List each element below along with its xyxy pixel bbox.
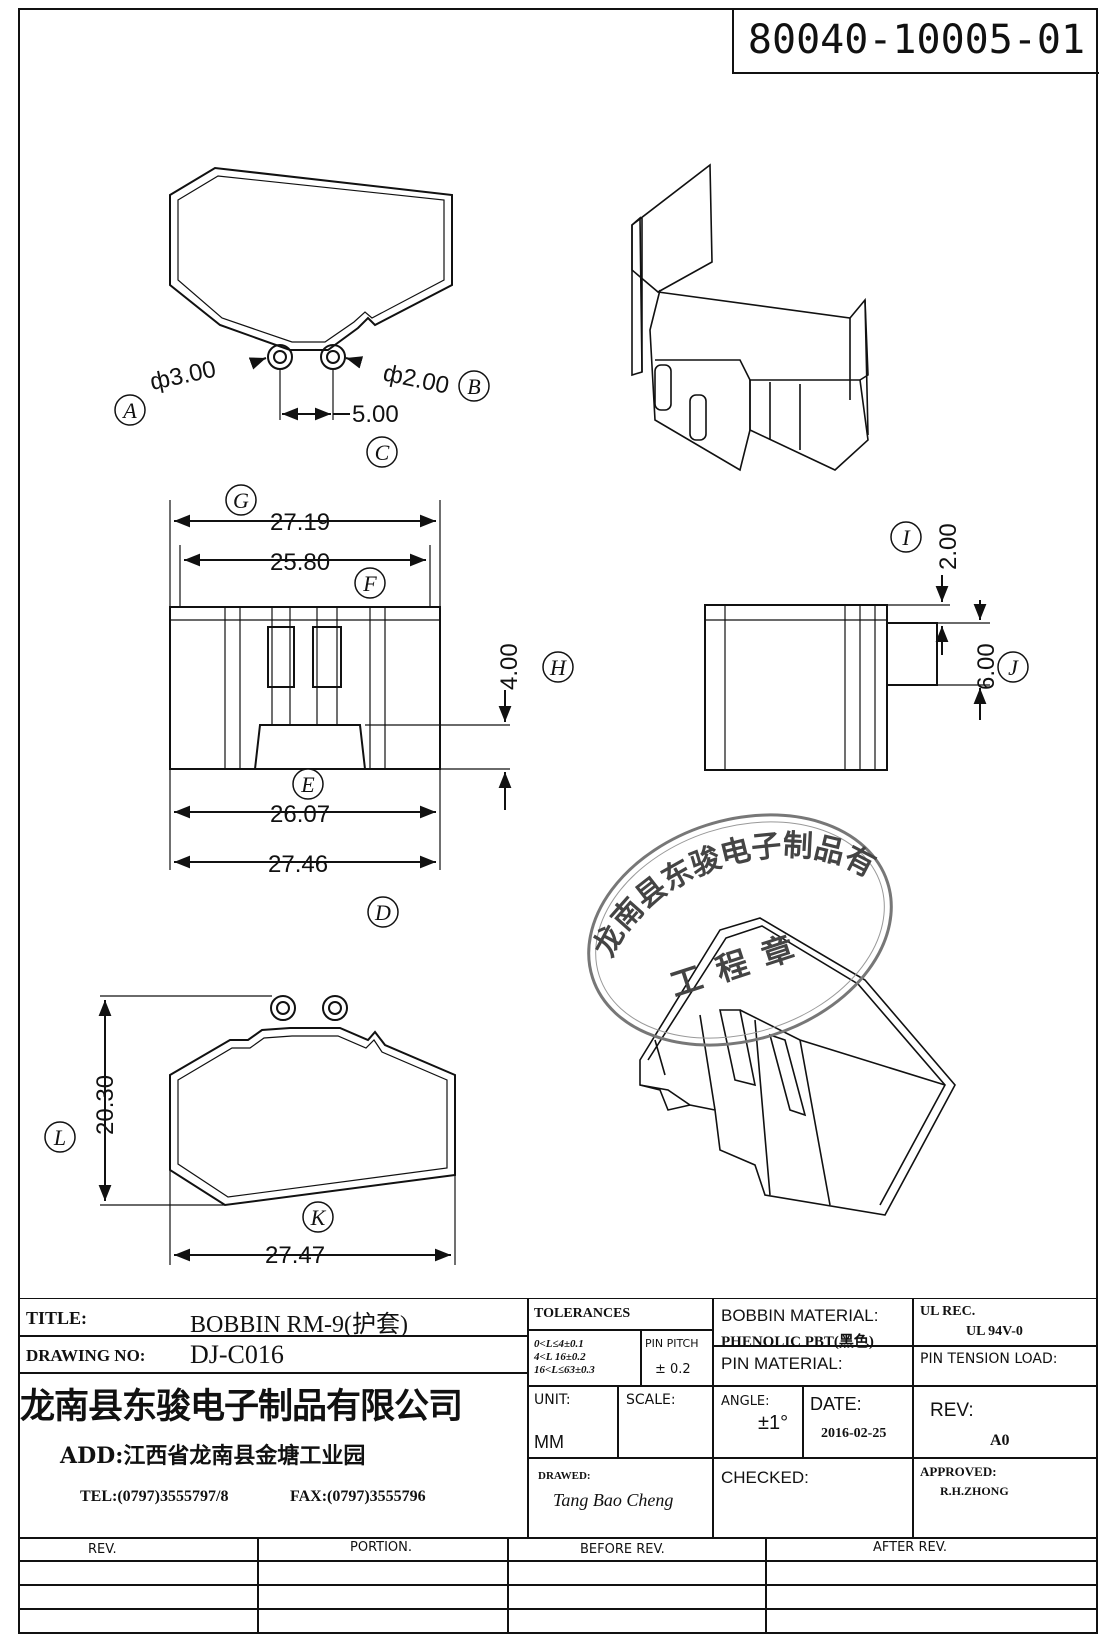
callout-a: A	[114, 394, 146, 426]
callout-i: I	[890, 521, 922, 553]
unit-value: MM	[534, 1432, 564, 1452]
callout-j: J	[997, 651, 1029, 683]
rev-label: REV:	[930, 1400, 974, 1421]
callout-l: L	[44, 1121, 76, 1153]
pin-tension-label: PIN TENSION LOAD:	[920, 1351, 1058, 1367]
document-number: 80040-10005-01	[732, 8, 1099, 74]
drawing-no-value: DJ-C016	[190, 1340, 284, 1369]
dim-g-label: 27.19	[270, 509, 330, 536]
tolerances-values: 0<L≤4±0.1 4<L 16±0.2 16<L≤63±0.3	[534, 1338, 595, 1377]
svg-text:F: F	[362, 571, 377, 596]
callout-e: E	[292, 768, 324, 800]
checked-label: CHECKED:	[721, 1468, 809, 1487]
company-fax: FAX:(0797)3555796	[290, 1488, 426, 1505]
callout-layer: A B C G F H E D I J L K	[44, 370, 1029, 1233]
rev-table-header-before: BEFORE REV.	[580, 1542, 665, 1557]
isometric-view-top	[631, 163, 869, 472]
bottom-view	[98, 995, 456, 1265]
dim-e-label: 26.07	[270, 801, 330, 828]
ul-rec-value: UL 94V-0	[966, 1324, 1023, 1339]
ul-rec-label: UL REC.	[920, 1304, 976, 1319]
tolerance-line-2: 4<L 16±0.2	[534, 1351, 586, 1363]
tolerance-line-3: 16<L≤63±0.3	[534, 1364, 595, 1376]
side-view	[704, 575, 990, 771]
drawing-no-label: DRAWING NO:	[26, 1346, 146, 1365]
top-view	[169, 166, 453, 421]
company-address: ADD:江西省龙南县金塘工业园	[60, 1443, 366, 1469]
unit-label: UNIT:	[534, 1392, 571, 1408]
approved-label: APPROVED:	[920, 1464, 997, 1479]
approved-value: R.H.ZHONG	[940, 1484, 1009, 1498]
title-block: TITLE: BOBBIN RM-9(护套) DRAWING NO: DJ-C0…	[18, 1298, 1098, 1634]
rev-table-header-after: AFTER REV.	[873, 1540, 948, 1555]
callout-c: C	[366, 436, 398, 468]
dim-k-label: 27.47	[265, 1242, 325, 1269]
title-label: TITLE:	[26, 1308, 88, 1328]
rev-value: A0	[990, 1432, 1010, 1449]
bobbin-material-value: PHENOLIC PBT(黑色)	[721, 1334, 874, 1350]
svg-text:L: L	[53, 1125, 66, 1150]
svg-text:G: G	[233, 488, 249, 513]
dim-i-label: 2.00	[935, 523, 962, 570]
rev-table-header-portion: PORTION.	[350, 1540, 413, 1555]
dim-j-label: 6.00	[973, 643, 1000, 690]
company-tel: TEL:(0797)3555797/8	[80, 1488, 229, 1505]
svg-text:H: H	[549, 655, 567, 680]
angle-value: ±1°	[758, 1412, 789, 1434]
bobbin-material-label: BOBBIN MATERIAL:	[721, 1306, 879, 1325]
svg-text:K: K	[310, 1205, 327, 1230]
date-value: 2016-02-25	[821, 1426, 887, 1441]
scale-label: SCALE:	[626, 1392, 676, 1408]
svg-text:D: D	[374, 900, 391, 925]
drawed-value: Tang Bao Cheng	[553, 1490, 674, 1510]
angle-label: ANGLE:	[721, 1394, 770, 1409]
pin-material-label: PIN MATERIAL:	[721, 1354, 843, 1373]
callout-g: G	[225, 484, 257, 516]
drawing-canvas: ф3.00 ф2.00 5.00	[0, 0, 1000, 1269]
isometric-view-bottom	[639, 917, 956, 1216]
svg-text:A: A	[121, 398, 137, 423]
callout-k: K	[302, 1201, 334, 1233]
dim-h-label: 4.00	[496, 643, 523, 690]
pin-pitch-value: ± 0.2	[655, 1362, 691, 1377]
rev-table-header-rev: REV.	[88, 1542, 117, 1557]
title-value: BOBBIN RM-9(护套)	[190, 1312, 409, 1338]
callout-b: B	[458, 370, 490, 402]
front-view	[169, 500, 512, 870]
svg-text:B: B	[467, 374, 480, 399]
pin-pitch-label: PIN PITCH	[645, 1337, 699, 1350]
callout-f: F	[354, 567, 386, 599]
title-block-grid	[18, 1298, 1098, 1634]
date-label: DATE:	[810, 1394, 862, 1414]
tolerance-line-1: 0<L≤4±0.1	[534, 1338, 584, 1350]
dim-l-label: 20.30	[92, 1075, 119, 1135]
dim-d-label: 27.46	[268, 851, 328, 878]
svg-text:J: J	[1008, 655, 1019, 680]
svg-text:E: E	[300, 772, 315, 797]
callout-h: H	[542, 651, 574, 683]
tolerances-label: TOLERANCES	[534, 1306, 631, 1321]
dim-c-label: 5.00	[352, 401, 399, 428]
dim-f-label: 25.80	[270, 549, 330, 576]
callout-d: D	[367, 896, 399, 928]
svg-text:C: C	[375, 440, 390, 465]
drawed-label: DRAWED:	[538, 1470, 591, 1482]
drawing-frame	[18, 8, 1098, 1634]
company-name: 龙南县东骏电子制品有限公司	[20, 1386, 463, 1427]
svg-text:I: I	[901, 525, 911, 550]
